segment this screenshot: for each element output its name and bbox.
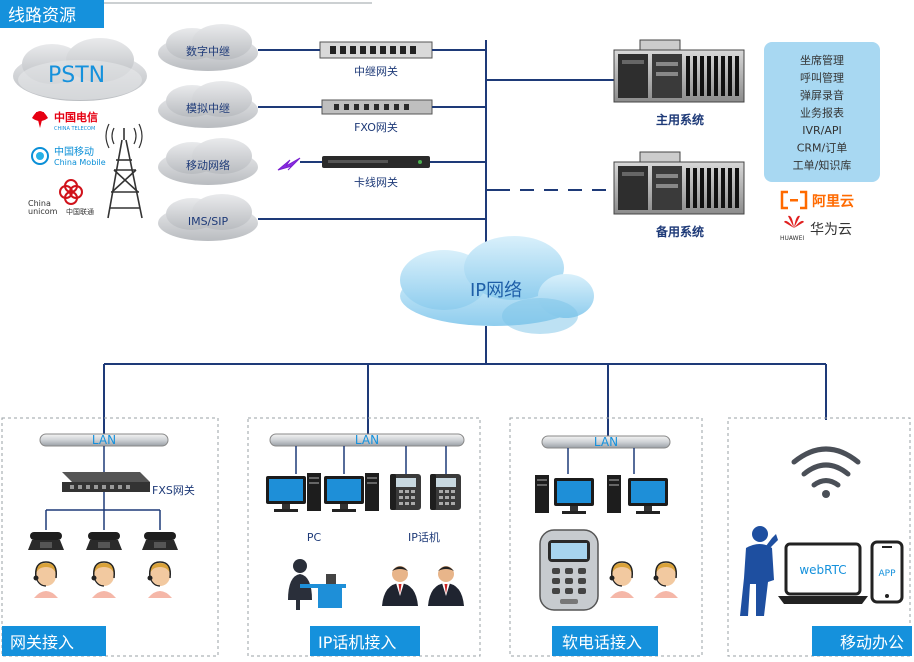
mobile-cn: 中国移动: [54, 145, 94, 158]
desk-phone-icon: [28, 532, 64, 550]
agent-headset-icon: [146, 561, 173, 599]
fxo-gateway-device: [321, 99, 433, 115]
pstn-label: PSTN: [48, 63, 105, 88]
fxs-gateway-device: [62, 472, 150, 492]
unicom-en1: China: [28, 199, 51, 208]
pc-monitor-icon: [554, 478, 594, 514]
mobile-en: China Mobile: [54, 158, 106, 167]
pc-worker-icon: [288, 559, 346, 610]
telecom-en: CHINA TELECOM: [54, 126, 95, 132]
trunk-gateway-device: [319, 41, 433, 59]
feature-item: IVR/API: [802, 124, 842, 137]
unicom-en2: unicom: [28, 207, 58, 216]
china-mobile-logo: 中国移动 China Mobile: [31, 145, 106, 167]
trunk-cloud: [158, 138, 258, 185]
header-tab: [0, 0, 104, 28]
wifi-icon: [791, 446, 861, 488]
radio-tower-icon: [105, 123, 143, 219]
panel-tab-gateway: [2, 626, 106, 656]
telecom-cn: 中国电信: [54, 110, 98, 124]
ip-panel-drops: [295, 446, 447, 474]
trunk-cloud-label: 数字中继: [186, 44, 230, 58]
ip-phone-label: IP话机: [408, 530, 440, 544]
distribution-lines: [103, 326, 827, 440]
ip-phone-icon: [390, 474, 421, 510]
panel-title-softphone: 软电话接入: [562, 633, 642, 652]
laptop-icon: [778, 542, 868, 604]
aliyun-logo: 阿里云: [780, 190, 854, 210]
trunk-cloud-label: IMS/SIP: [188, 215, 229, 228]
softphone-icon: [539, 529, 599, 611]
pc-tower-icon: [365, 473, 379, 511]
pc-tower-icon: [307, 473, 321, 511]
huawei-en: HUAWEI: [780, 235, 804, 242]
panel-tab-ipphone: [310, 626, 420, 656]
lan-label-2: LAN: [355, 433, 379, 447]
feature-box: [764, 42, 880, 182]
feature-item: CRM/订单: [797, 142, 848, 155]
app-label: APP: [878, 569, 896, 579]
feature-item: 坐席管理: [800, 53, 844, 67]
feature-item: 业务报表: [800, 106, 844, 120]
feature-item: 工单/知识库: [793, 158, 852, 172]
fxs-gateway-label: FXS网关: [152, 483, 195, 497]
softphone-drops: [567, 448, 635, 474]
lan-label-3: LAN: [594, 435, 618, 449]
ip-phone-icon: [430, 474, 461, 510]
desk-phone-icon: [142, 532, 178, 550]
gateway-label-3: 卡线网关: [354, 175, 398, 189]
lightning-icon: [277, 157, 301, 171]
pc-tower-icon: [535, 475, 549, 513]
trunk-cloud: [158, 194, 258, 241]
lan-label-1: LAN: [92, 433, 116, 447]
smartphone-icon: [870, 540, 904, 604]
primary-system-label: 主用系统: [656, 112, 704, 127]
fxs-phone-lines: [45, 446, 161, 530]
agent-headset-icon: [32, 561, 59, 599]
backup-server: [613, 161, 745, 215]
panel-title-gateway: 网关接入: [10, 633, 74, 652]
huawei-text: 华为云: [810, 222, 852, 238]
trunk-cloud-label: 移动网络: [186, 158, 230, 172]
agent-headset-icon: [90, 561, 117, 599]
trunk-cloud-label: 模拟中继: [186, 101, 230, 115]
panel-title-mobile: 移动办公: [840, 633, 904, 652]
pc-monitor-icon: [324, 476, 364, 512]
businessman-icon: [428, 566, 464, 606]
lan-bars: [39, 433, 671, 449]
pc-label: PC: [307, 531, 322, 544]
pc-monitor-icon: [266, 476, 306, 512]
ip-network-cloud: [400, 236, 594, 334]
huawei-logo: HUAWEI 华为云: [780, 215, 852, 242]
primary-server: [613, 49, 745, 103]
feature-item: 弹屏录音: [800, 88, 844, 102]
trunk-cloud: [158, 24, 258, 71]
pc-tower-icon: [607, 475, 621, 513]
trunk-cloud: [158, 81, 258, 128]
unicom-cn: 中国联通: [66, 207, 94, 216]
panel-title-ipphone: IP话机接入: [318, 633, 396, 652]
gateway-label-1: 中继网关: [354, 64, 398, 78]
businessman-icon: [382, 566, 418, 606]
china-unicom-logo: China unicom 中国联通: [28, 179, 94, 216]
pstn-cloud: [11, 38, 149, 103]
agent-headset-icon: [608, 561, 635, 599]
trunk-connections: [258, 40, 614, 252]
panel-tab-mobile: [812, 626, 912, 656]
backup-system-label: 备用系统: [655, 224, 704, 239]
pc-monitor-icon: [628, 478, 668, 514]
sim-gateway-device: [322, 156, 430, 168]
feature-item: 呼叫管理: [800, 71, 844, 85]
agent-headset-icon: [652, 561, 679, 599]
desk-phone-icon: [86, 532, 122, 550]
webrtc-label: webRTC: [799, 563, 846, 577]
ip-network-label: IP网络: [470, 280, 522, 301]
header-title: 线路资源: [8, 6, 76, 26]
gateway-label-2: FXO网关: [354, 120, 398, 134]
china-telecom-logo: 中国电信 CHINA TELECOM: [32, 110, 98, 132]
mobile-worker-icon: [740, 526, 778, 616]
panel-tab-softphone: [552, 626, 658, 656]
aliyun-text: 阿里云: [812, 194, 854, 210]
